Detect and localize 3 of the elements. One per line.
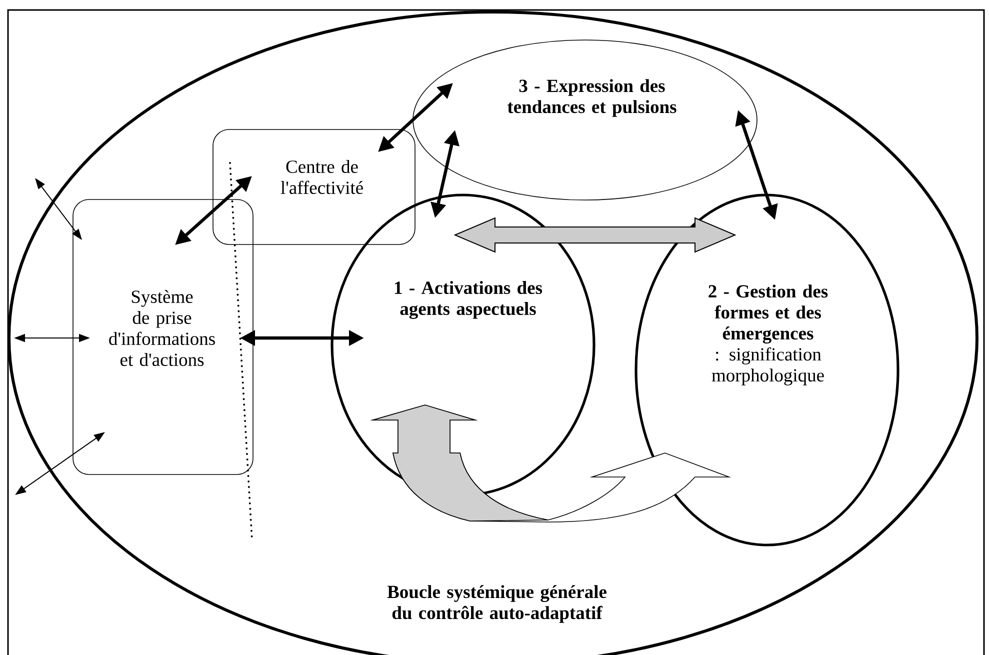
rounded-box: Système de prise d'informations et d'actions [72,199,254,475]
rounded-box: Centre de l'affectivité [212,129,416,245]
curved-block-arrow [372,404,730,522]
